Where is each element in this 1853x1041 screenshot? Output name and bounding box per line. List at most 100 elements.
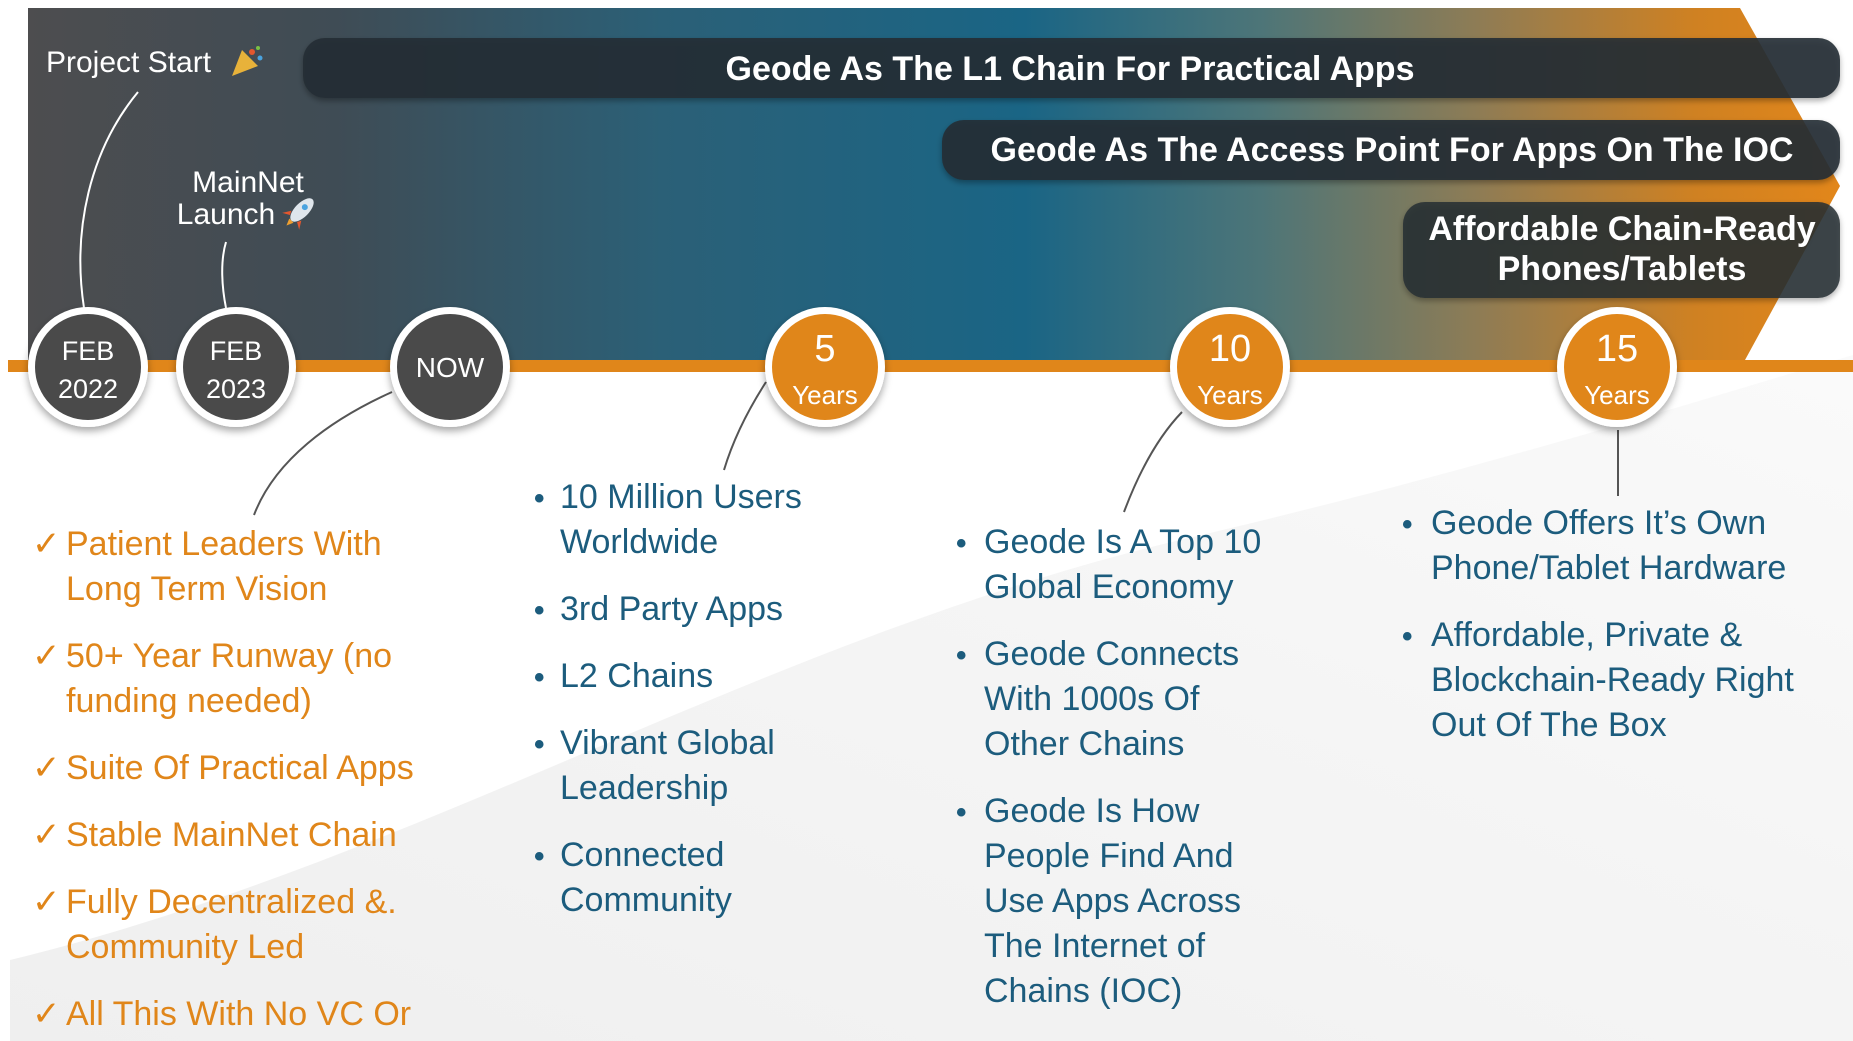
bullet-icon: • bbox=[956, 796, 967, 829]
mainnet-launch-line-2: Launch bbox=[177, 198, 275, 231]
bullet-icon: • bbox=[534, 482, 545, 515]
banner-phones-tablets-line-2: Phones/Tablets bbox=[1498, 250, 1747, 288]
rocket-icon bbox=[282, 198, 314, 230]
milestone-5-years-bottom: Years bbox=[792, 380, 858, 410]
connector-5-years bbox=[723, 381, 767, 471]
column-2-item-text: Connected bbox=[560, 836, 724, 874]
milestone-10-years-top: 10 bbox=[1209, 328, 1251, 370]
column-2-item-text: Leadership bbox=[560, 769, 728, 807]
party-popper-icon bbox=[232, 46, 263, 76]
column-4-item-text: Phone/Tablet Hardware bbox=[1431, 549, 1786, 587]
column-3-item-text: People Find And bbox=[984, 837, 1234, 875]
column-3-item-text: Use Apps Across bbox=[984, 882, 1241, 920]
column-1-item: ✓All This With No VC OrInvestors Of Any … bbox=[32, 995, 411, 1041]
bullet-icon: • bbox=[534, 728, 545, 761]
banner-l1-chain: Geode As The L1 Chain For Practical Apps bbox=[303, 38, 1840, 98]
checkmark-icon: ✓ bbox=[32, 749, 61, 787]
milestone-feb-2023-top: FEB bbox=[210, 336, 263, 366]
connector-10-years bbox=[1123, 411, 1183, 513]
milestone-feb-2023-bottom: 2023 bbox=[206, 374, 266, 404]
checkmark-icon: ✓ bbox=[32, 637, 61, 675]
column-3-item-text: Geode Is How bbox=[984, 792, 1200, 830]
banner-access-point-text: Geode As The Access Point For Apps On Th… bbox=[991, 131, 1794, 169]
column-4-item-text: Blockchain-Ready Right bbox=[1431, 661, 1794, 699]
milestone-15-years-top: 15 bbox=[1596, 328, 1638, 370]
checkmark-icon: ✓ bbox=[32, 995, 61, 1033]
milestone-feb-2022-bottom: 2022 bbox=[58, 374, 118, 404]
milestone-feb-2022-top: FEB bbox=[62, 336, 115, 366]
column-3-item-text: Global Economy bbox=[984, 568, 1233, 606]
column-1-item-text: Patient Leaders With bbox=[66, 525, 382, 563]
column-2-item-text: Vibrant Global bbox=[560, 724, 775, 762]
checkmark-icon: ✓ bbox=[32, 525, 61, 563]
column-1-item-text: funding needed) bbox=[66, 682, 312, 720]
background-swoosh bbox=[10, 355, 1853, 1041]
column-3-item-text: Chains (IOC) bbox=[984, 972, 1182, 1010]
column-1-item-text: Community Led bbox=[66, 928, 304, 966]
column-1-item-text: 50+ Year Runway (no bbox=[66, 637, 392, 675]
column-4-item-text: Affordable, Private & bbox=[1431, 616, 1743, 654]
column-4-item-text: Geode Offers It’s Own bbox=[1431, 504, 1766, 542]
column-3-item-text: With 1000s Of bbox=[984, 680, 1200, 718]
bullet-icon: • bbox=[956, 527, 967, 560]
column-3-item-text: The Internet of bbox=[984, 927, 1206, 965]
mainnet-launch-line-1: MainNet bbox=[192, 166, 304, 199]
column-1-item-text: Long Term Vision bbox=[66, 570, 327, 608]
bullet-icon: • bbox=[956, 639, 967, 672]
milestone-feb-2022: FEB 2022 bbox=[28, 307, 148, 427]
checkmark-icon: ✓ bbox=[32, 883, 61, 921]
checkmark-icon: ✓ bbox=[32, 816, 61, 854]
column-4-item-text: Out Of The Box bbox=[1431, 706, 1667, 744]
column-1-item-text: Suite Of Practical Apps bbox=[66, 749, 414, 787]
column-1-item: ✓50+ Year Runway (no funding needed) bbox=[32, 637, 392, 720]
bullet-icon: • bbox=[1402, 508, 1413, 541]
banner-phones-tablets: Affordable Chain-Ready Phones/Tablets bbox=[1403, 202, 1840, 298]
column-2-item-text: 3rd Party Apps bbox=[560, 590, 783, 628]
column-2-item-text: L2 Chains bbox=[560, 657, 713, 695]
connector-now bbox=[253, 391, 393, 516]
column-1-item-text: Stable MainNet Chain bbox=[66, 816, 397, 854]
bullet-icon: • bbox=[534, 840, 545, 873]
banner-phones-tablets-line-1: Affordable Chain-Ready bbox=[1428, 210, 1815, 248]
column-1-item-text: Fully Decentralized &. bbox=[66, 883, 397, 921]
column-1-item: ✓Fully Decentralized &. Community Led bbox=[32, 883, 397, 966]
milestone-feb-2023: FEB 2023 bbox=[176, 307, 296, 427]
connector-project-start bbox=[79, 91, 139, 309]
connector-mainnet bbox=[221, 241, 227, 309]
column-1-item: ✓Suite Of Practical Apps bbox=[32, 749, 414, 787]
milestone-10-years-bottom: Years bbox=[1197, 380, 1263, 410]
milestone-15-years-bottom: Years bbox=[1584, 380, 1650, 410]
column-3: • Geode Is A Top 10 Global Economy • Geode C… bbox=[956, 523, 1261, 1010]
column-3-item: • Geode Is A Top 10 Global Economy bbox=[956, 523, 1261, 606]
bullet-icon: • bbox=[534, 594, 545, 627]
column-1-item: ✓Stable MainNet Chain bbox=[32, 816, 397, 854]
column-3-item-text: Other Chains bbox=[984, 725, 1184, 763]
column-3-item-text: Geode Is A Top 10 bbox=[984, 523, 1261, 561]
milestone-now: NOW bbox=[390, 307, 510, 427]
column-1-item-text: All This With No VC Or bbox=[66, 995, 411, 1033]
milestone-5-years-top: 5 bbox=[814, 328, 835, 370]
bullet-icon: • bbox=[1402, 620, 1413, 653]
banner-l1-chain-text: Geode As The L1 Chain For Practical Apps bbox=[726, 50, 1415, 88]
column-2-item: • 3rd Party Apps bbox=[534, 590, 783, 628]
column-2-item-text: Community bbox=[560, 881, 732, 919]
column-2-item-text: 10 Million Users bbox=[560, 478, 802, 516]
column-2-item-text: Worldwide bbox=[560, 523, 718, 561]
project-start-label: Project Start bbox=[46, 46, 212, 79]
column-3-item-text: Geode Connects bbox=[984, 635, 1239, 673]
bullet-icon: • bbox=[534, 661, 545, 694]
